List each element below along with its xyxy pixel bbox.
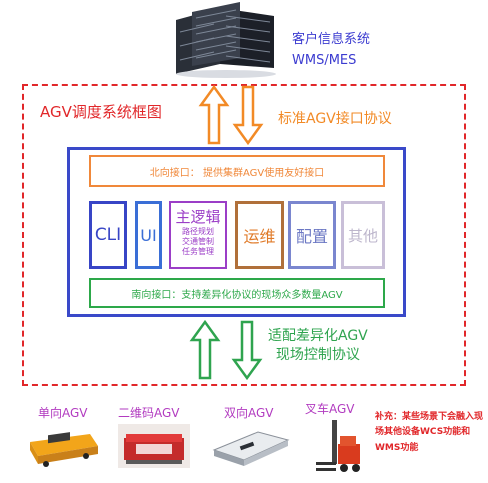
main-logic-item-traffic-control: 交通管制 (182, 237, 214, 246)
client-system-label: 客户信息系统 WMS/MES (292, 30, 370, 72)
module-config: 配置 (288, 201, 336, 269)
scheduling-system-frame (22, 84, 466, 386)
up-arrow-icon (189, 319, 221, 380)
south-interface-label: 南向接口：支持差异化协议的现场众多数量AGV (131, 289, 343, 301)
main-logic-item-task-management: 任务管理 (182, 247, 214, 256)
north-interface-label: 北向接口： 提供集群AGV使用友好接口 (149, 167, 325, 179)
module-main-logic-title: 主逻辑 (175, 208, 221, 226)
qr-code-agv-image (118, 424, 190, 472)
module-config-label: 配置 (295, 227, 328, 246)
module-ops: 运维 (235, 201, 284, 269)
module-ui: UI (135, 201, 162, 269)
module-cli-label: CLI (94, 225, 122, 245)
main-logic-item-path-planning: 路径规划 (182, 227, 214, 236)
north-interface: 北向接口： 提供集群AGV使用友好接口 (89, 155, 385, 187)
agv-type-label: 单向AGV (38, 406, 88, 420)
down-arrow-icon (232, 85, 264, 146)
forklift-agv-image (314, 418, 364, 478)
agv-type-label: 双向AGV (224, 406, 274, 420)
module-other: 其他 (341, 201, 385, 269)
supplement-note: 补充：某些场景下会融入现场其他设备WCS功能和WMS功能 (375, 412, 484, 453)
module-ui-label: UI (140, 225, 157, 245)
one-way-agv-image (28, 428, 100, 472)
two-way-agv-image (210, 424, 290, 472)
client-system-name: 客户信息系统 (292, 32, 371, 47)
module-main-logic: 主逻辑 路径规划 交通管制 任务管理 (169, 201, 227, 269)
module-cli: CLI (89, 201, 127, 269)
field-protocol-line2: 现场控制协议 (275, 346, 360, 363)
agv-type-label: 二维码AGV (118, 406, 180, 420)
up-arrow-icon (198, 84, 230, 145)
module-ops-label: 运维 (243, 227, 276, 246)
client-system-types: WMS/MES (292, 52, 357, 68)
south-interface: 南向接口：支持差异化协议的现场众多数量AGV (89, 278, 385, 308)
field-protocol-label: 适配差异化AGV 现场控制协议 (268, 327, 368, 365)
down-arrow-icon (231, 320, 263, 381)
agv-type-label: 叉车AGV (305, 402, 355, 416)
standard-protocol-label: 标准AGV接口协议 (278, 111, 392, 127)
field-protocol-line1: 适配差异化AGV (268, 328, 368, 344)
frame-title: AGV调度系统框图 (40, 103, 162, 121)
module-other-label: 其他 (347, 226, 378, 245)
server-rack-image (170, 2, 282, 80)
